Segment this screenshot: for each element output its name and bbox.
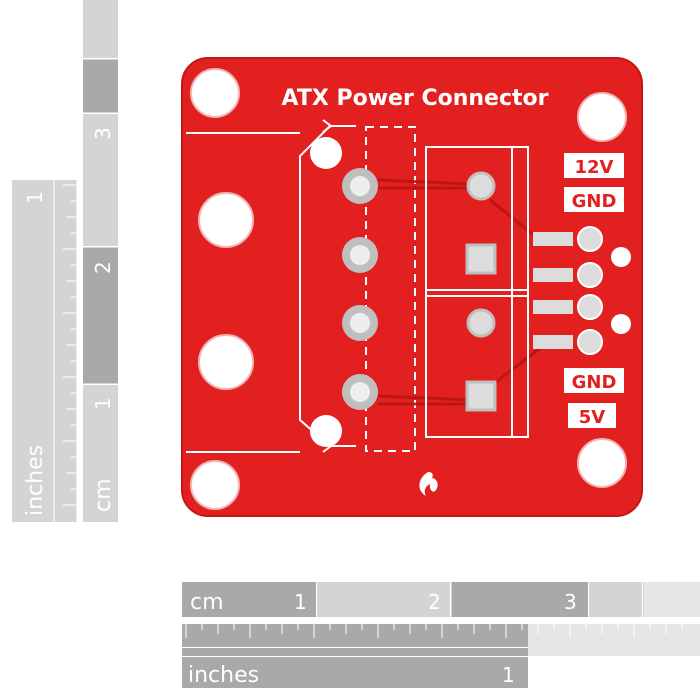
header-pin-3: [577, 294, 603, 320]
header-via-top: [611, 247, 631, 267]
pcb-traces: [377, 178, 549, 406]
atx-pin-mount-top: [310, 137, 342, 169]
bottom-inches-unit-label: inches: [188, 663, 259, 688]
terminal-pad-5v: [465, 380, 497, 412]
bottom-inches-tick-label-1: 1: [502, 663, 515, 687]
mounting-hole-bottom-right: [577, 438, 627, 488]
flame-logo-icon: [419, 472, 438, 496]
board-title: ATX Power Connector: [282, 86, 549, 111]
bottom-cm-tick-label-2: 2: [428, 590, 441, 614]
left-inches-unit-label: inches: [23, 445, 48, 516]
bottom-inches-ruler: inches 1: [182, 624, 700, 688]
header-pin-2: [577, 262, 603, 288]
header-pin-1: [577, 226, 603, 252]
left-cm-tick-label-1: 1: [91, 397, 115, 410]
connector-latch-hole-bottom: [198, 334, 254, 390]
label-5v: 5V: [579, 407, 606, 428]
header-via-bottom: [611, 314, 631, 334]
mounting-hole-bottom-left: [190, 460, 240, 510]
pcb-board: ATX Power Connector: [181, 57, 643, 517]
bottom-cm-tick-label-3: 3: [564, 590, 577, 614]
mounting-hole-top-left: [190, 68, 240, 118]
atx-pin-mount-bottom: [310, 415, 342, 447]
left-cm-ruler: cm 1 2 3: [83, 0, 118, 522]
mounting-hole-top-right: [577, 92, 627, 142]
header-pins: [533, 226, 631, 355]
screw-terminal-outline: [425, 146, 529, 438]
bottom-cm-ruler: cm 1 2 3: [182, 582, 700, 617]
label-12v: 12V: [575, 157, 614, 178]
mounting-holes: [190, 68, 627, 510]
header-pin-4: [577, 329, 603, 355]
voltage-labels: 12V GND GND 5V: [564, 153, 624, 428]
left-inches-ruler: inches 1: [12, 180, 78, 522]
atx-connector-pins: [310, 137, 378, 447]
label-gnd-top: GND: [572, 191, 617, 212]
label-gnd-bottom: GND: [572, 372, 617, 393]
connector-latch-hole-top: [198, 192, 254, 248]
left-cm-unit-label: cm: [91, 478, 116, 512]
screw-terminal-pads: [465, 171, 497, 412]
terminal-pad-12v: [466, 171, 496, 201]
left-cm-tick-label-2: 2: [91, 261, 115, 274]
left-cm-tick-label-3: 3: [91, 127, 115, 140]
terminal-pad-gnd-top: [465, 243, 497, 275]
bottom-cm-tick-label-1: 1: [294, 590, 307, 614]
left-inches-tick-label-1: 1: [23, 191, 47, 204]
bottom-cm-unit-label: cm: [190, 590, 224, 615]
terminal-pad-gnd-bottom: [466, 308, 496, 338]
